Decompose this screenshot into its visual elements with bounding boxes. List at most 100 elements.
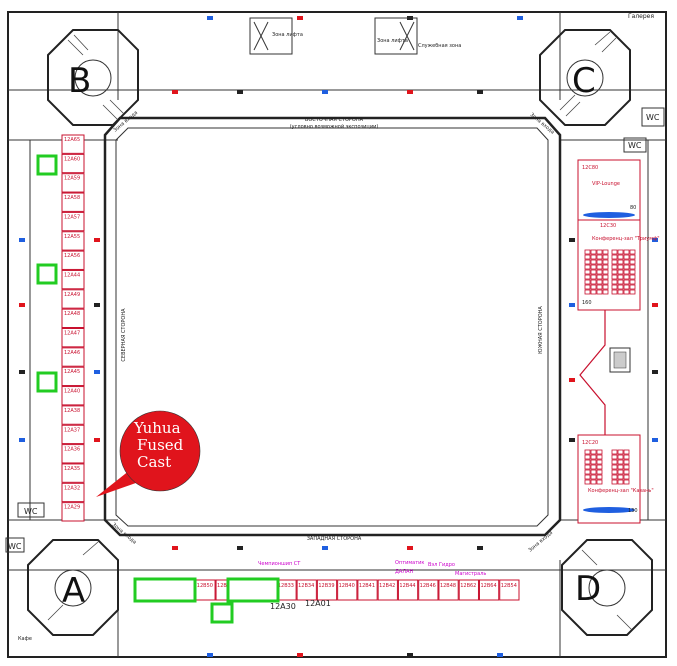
booth-west[interactable]: 12B54 xyxy=(499,579,520,601)
seat xyxy=(584,469,591,475)
column-marker xyxy=(322,546,328,550)
seat xyxy=(596,264,603,270)
booth-north[interactable]: 12A32 xyxy=(61,482,85,503)
seat xyxy=(611,289,618,295)
booth-north[interactable]: 12A56 xyxy=(61,250,85,270)
column-marker xyxy=(569,238,575,242)
sector-b-letter: B xyxy=(68,61,91,101)
booth-north[interactable]: 12A49 xyxy=(61,289,85,309)
seat xyxy=(596,279,603,285)
booth-west[interactable]: 12B46 xyxy=(418,579,439,601)
seat xyxy=(602,274,609,280)
booth-west[interactable]: 12B33 xyxy=(276,579,297,601)
booth-north[interactable]: 12A60 xyxy=(61,153,85,174)
column-marker xyxy=(407,90,413,94)
column-marker xyxy=(94,303,100,307)
booth-north[interactable]: 12A40 xyxy=(61,386,85,406)
south-side-label: ЮЖНАЯ СТОРОНА xyxy=(538,306,544,354)
booth-west[interactable]: 12B50 xyxy=(195,579,216,601)
booth-north[interactable]: 12A45 xyxy=(61,366,85,387)
booth-north[interactable]: 12A35 xyxy=(61,463,85,483)
seat xyxy=(617,254,624,260)
seat xyxy=(596,454,603,460)
booth-west[interactable]: 12B62 xyxy=(458,579,479,601)
svg-text:12A38: 12A38 xyxy=(64,408,80,414)
booth-north[interactable]: 12A38 xyxy=(61,405,85,425)
seat xyxy=(611,469,618,475)
west-annotation-1: Чемпионшип СТ xyxy=(258,561,301,567)
booth-north[interactable]: 12A29 xyxy=(61,502,85,522)
wc-se: WC xyxy=(623,137,647,153)
booth-west[interactable]: 12B64 xyxy=(478,579,500,601)
seat xyxy=(611,449,618,455)
seat xyxy=(617,269,624,275)
seat xyxy=(590,254,597,260)
svg-text:12A57: 12A57 xyxy=(64,214,80,220)
seat xyxy=(611,284,618,290)
svg-text:12А65: 12А65 xyxy=(64,137,80,143)
svg-text:12A48: 12A48 xyxy=(64,311,80,317)
seat xyxy=(596,459,603,465)
seat xyxy=(584,479,591,485)
east-side-label: ВОСТОЧНАЯ СТОРОНА xyxy=(305,117,364,123)
seat xyxy=(590,279,597,285)
booth-north[interactable]: 12A46 xyxy=(61,347,85,367)
booth-north[interactable]: 12A58 xyxy=(61,192,85,212)
column-marker xyxy=(569,378,575,382)
svg-text:12A58: 12A58 xyxy=(64,195,80,201)
seat xyxy=(623,269,630,275)
seat xyxy=(584,289,591,295)
column-marker xyxy=(19,238,25,242)
yuhua-callout[interactable]: Yuhua Fused Cast xyxy=(96,410,201,497)
stair-c xyxy=(539,29,631,126)
booth-north[interactable]: 12A47 xyxy=(61,328,85,348)
seat xyxy=(584,454,591,460)
svg-text:12B34: 12B34 xyxy=(298,583,314,589)
column-marker xyxy=(237,546,243,550)
seat xyxy=(584,259,591,265)
booth-north[interactable]: 12A57 xyxy=(61,211,85,232)
seat xyxy=(617,279,624,285)
booth-north[interactable]: 12A48 xyxy=(61,308,85,328)
corridor-link xyxy=(579,310,631,435)
svg-text:12A44: 12A44 xyxy=(64,272,80,278)
column-marker xyxy=(19,438,25,442)
column-marker xyxy=(94,370,100,374)
svg-text:12A55: 12A55 xyxy=(64,234,80,240)
booth-north[interactable]: 12A55 xyxy=(61,231,85,251)
svg-text:WC: WC xyxy=(646,113,660,122)
booth-west[interactable]: 12B34 xyxy=(296,579,317,601)
booth-west[interactable]: 12B41 xyxy=(357,579,378,601)
column-marker xyxy=(477,546,483,550)
column-marker xyxy=(19,370,25,374)
seat xyxy=(629,279,636,285)
booth-west[interactable]: 12B44 xyxy=(397,579,419,601)
booth-north[interactable]: 12A37 xyxy=(61,424,85,445)
seat xyxy=(596,269,603,275)
booth-west[interactable]: 12B48 xyxy=(438,579,459,601)
svg-text:12B54: 12B54 xyxy=(501,583,517,589)
booth-north[interactable]: 12A44 xyxy=(61,269,85,290)
seat xyxy=(596,274,603,280)
svg-text:12B39: 12B39 xyxy=(318,583,334,589)
booth-north[interactable]: 12A36 xyxy=(61,444,85,464)
booth-west[interactable]: 12B39 xyxy=(316,579,338,601)
seat xyxy=(611,259,618,265)
svg-text:12B50: 12B50 xyxy=(197,583,213,589)
seat xyxy=(617,274,624,280)
column-marker xyxy=(517,16,523,20)
seat xyxy=(584,254,591,260)
booth-west[interactable]: 12B40 xyxy=(337,579,358,601)
svg-text:80: 80 xyxy=(630,205,636,211)
conference-hall-triumph: 12С30 Конференц-зал "Триумф" 160 xyxy=(577,219,660,311)
booth-north[interactable]: 12А65 xyxy=(61,134,85,154)
seat xyxy=(602,259,609,265)
column-marker xyxy=(19,303,25,307)
wc-nw: WC xyxy=(17,502,45,518)
seat xyxy=(584,284,591,290)
column-marker xyxy=(407,653,413,657)
svg-text:WC: WC xyxy=(24,507,38,516)
seat xyxy=(623,249,630,255)
booth-north[interactable]: 12A59 xyxy=(61,173,85,193)
booth-west[interactable]: 12B42 xyxy=(377,579,398,601)
